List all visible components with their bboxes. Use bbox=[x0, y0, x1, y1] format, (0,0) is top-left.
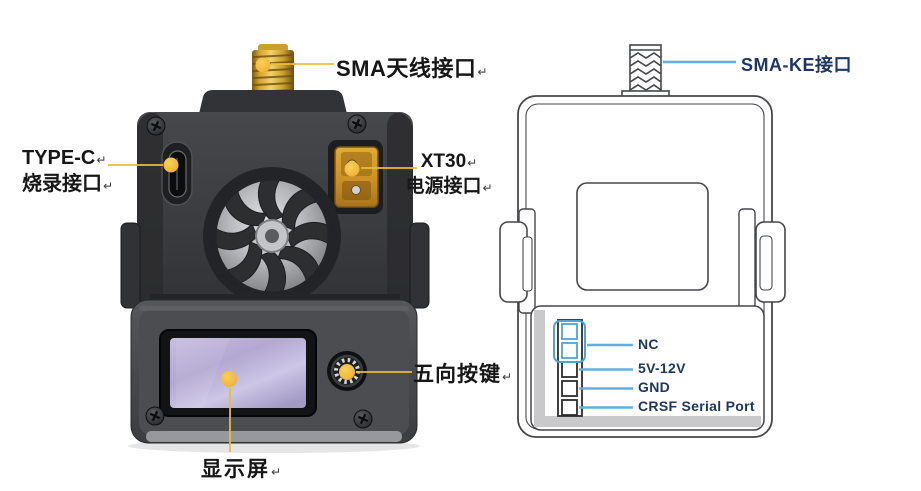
left-clip-outline bbox=[499, 208, 536, 314]
five-way-button-label: 五向按键↵ bbox=[413, 363, 514, 386]
paragraph-mark: ↵ bbox=[482, 181, 493, 195]
screw-top-left bbox=[145, 115, 167, 137]
type-c-port bbox=[161, 141, 193, 206]
screw-bottom-right bbox=[352, 408, 374, 430]
type-c-label: TYPE-C↵ 烧录接口↵ bbox=[22, 146, 113, 198]
paragraph-mark: ↵ bbox=[477, 65, 488, 79]
typec-callout-dot bbox=[163, 157, 179, 173]
display-screen bbox=[159, 329, 317, 417]
bottom-panel-outline bbox=[530, 305, 765, 431]
pin-crsf bbox=[561, 399, 578, 416]
antenna-outline bbox=[621, 44, 670, 104]
display-screen-label: 显示屏↵ bbox=[201, 458, 284, 481]
device-bottom-edge bbox=[146, 431, 402, 442]
screen-outline bbox=[576, 182, 709, 291]
xt30-label: XT30↵ 电源接口↵ bbox=[400, 150, 498, 200]
pin-nc-2 bbox=[561, 342, 578, 359]
xt30-connector bbox=[328, 140, 383, 214]
sma-ke-label: SMA-KE接口 bbox=[741, 55, 852, 75]
screw-top-right bbox=[346, 113, 368, 135]
right-rail bbox=[387, 112, 413, 328]
paragraph-mark: ↵ bbox=[502, 370, 514, 384]
pin-nc-1 bbox=[561, 323, 578, 340]
five-way-callout-dot bbox=[339, 364, 355, 380]
device-photo bbox=[120, 44, 430, 453]
device-lower-panel bbox=[130, 294, 418, 444]
right-mount-clip bbox=[409, 222, 430, 309]
pin-label-crsf-serial-port: CRSF Serial Port bbox=[638, 398, 755, 414]
paragraph-mark: ↵ bbox=[467, 156, 478, 170]
type-c-label-line2: 烧录接口↵ bbox=[22, 173, 114, 195]
right-clip-outline bbox=[738, 208, 786, 314]
outline-drawing bbox=[499, 44, 786, 438]
pin-label-5v-12v: 5V-12V bbox=[638, 360, 686, 376]
sma-callout-dot bbox=[255, 57, 271, 73]
sma-antenna-label-text: SMA天线接口 bbox=[336, 56, 477, 81]
paragraph-mark: ↵ bbox=[103, 179, 114, 193]
sma-antenna-label: SMA天线接口↵ bbox=[336, 51, 488, 83]
display-callout-dot bbox=[221, 371, 237, 387]
screw-bottom-left bbox=[144, 405, 166, 427]
xt30-callout-dot bbox=[344, 161, 360, 177]
drawing-callouts bbox=[579, 60, 736, 409]
nc-group-bracket bbox=[553, 320, 586, 363]
xt30-label-line1: XT30↵ bbox=[420, 151, 478, 172]
xt30-label-line2: 电源接口↵ bbox=[405, 176, 493, 197]
photo-callouts bbox=[108, 57, 417, 452]
paragraph-mark: ↵ bbox=[96, 153, 107, 167]
pin-header bbox=[553, 319, 586, 417]
pin-gnd bbox=[561, 380, 578, 397]
pin-label-nc: NC bbox=[638, 336, 659, 352]
paragraph-mark: ↵ bbox=[271, 465, 284, 479]
pin-label-gnd: GND bbox=[638, 379, 671, 395]
type-c-label-line1: TYPE-C↵ bbox=[22, 147, 107, 169]
left-mount-clip bbox=[120, 222, 141, 309]
left-rail bbox=[137, 112, 163, 328]
fan-grille bbox=[203, 167, 341, 305]
